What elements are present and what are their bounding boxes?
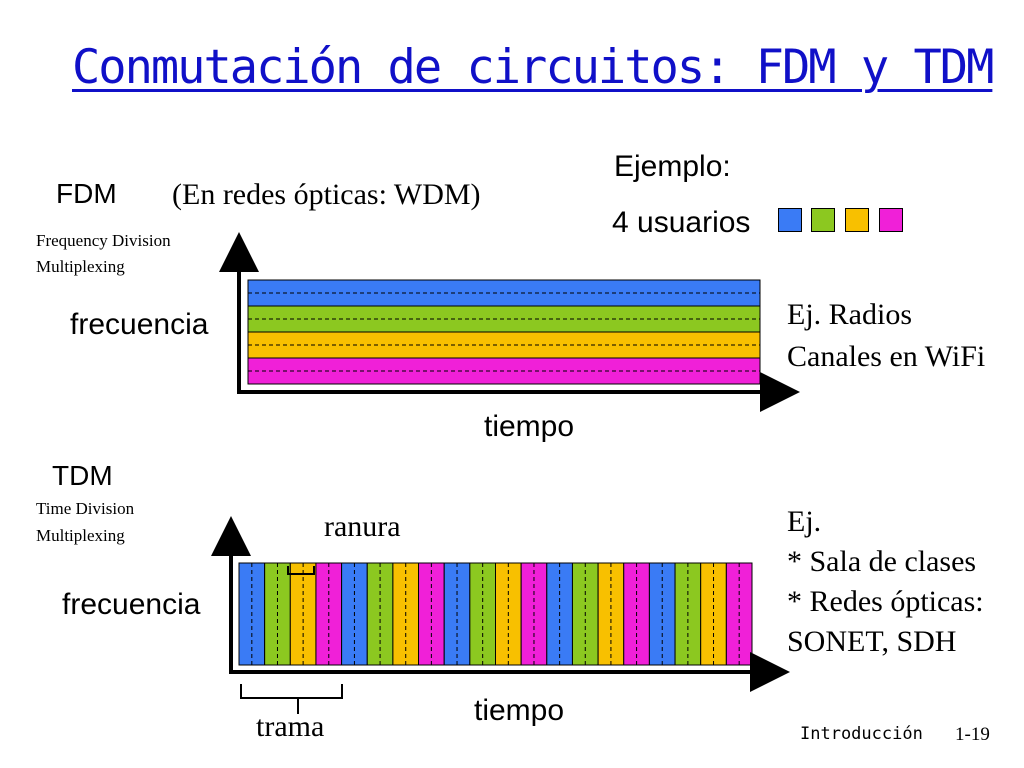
tdm-example-line1: Ej. [787,505,822,538]
slot-bracket [287,566,315,575]
fdm-full-name-line2: Multiplexing [36,257,125,276]
tdm-example-line2: * Sala de clases [787,545,977,578]
footer-section: Introducción [800,724,923,744]
tdm-label: TDM [52,460,113,491]
fdm-example-line2: Canales en WiFi [787,340,986,373]
frame-bracket [240,684,343,699]
tdm-full-name-line2: Multiplexing [36,526,125,545]
fdm-x-axis-label: tiempo [484,410,575,443]
user-swatch-magenta [879,208,903,232]
tdm-y-axis-label: frecuencia [62,588,201,621]
tdm-full-name-line1: Time Division [36,499,135,518]
example-heading: Ejemplo: [614,150,731,183]
tdm-example-line3: * Redes ópticas: [787,585,984,618]
fdm-example-line1: Ej. Radios [787,298,912,331]
tdm-x-axis-label: tiempo [474,694,565,727]
user-swatch-green [811,208,835,232]
user-swatch-blue [778,208,802,232]
fdm-frequency-bands [247,279,761,385]
footer-page-number: 1-19 [955,724,990,745]
tdm-time-slots [238,562,753,666]
tdm-slot-label: ranura [324,510,401,543]
fdm-note: (En redes ópticas: WDM) [172,178,481,211]
tdm-frame-label: trama [256,710,325,743]
fdm-label: FDM [56,178,117,209]
fdm-band-border [247,279,761,385]
slide-title: Conmutación de circuitos: FDM y TDM [72,40,994,95]
user-swatch-yellow [845,208,869,232]
fdm-full-name-line1: Frequency Division [36,231,171,250]
users-label: 4 usuarios [612,206,751,239]
fdm-y-axis-label: frecuencia [70,308,209,341]
tdm-example-line4: SONET, SDH [787,625,957,658]
